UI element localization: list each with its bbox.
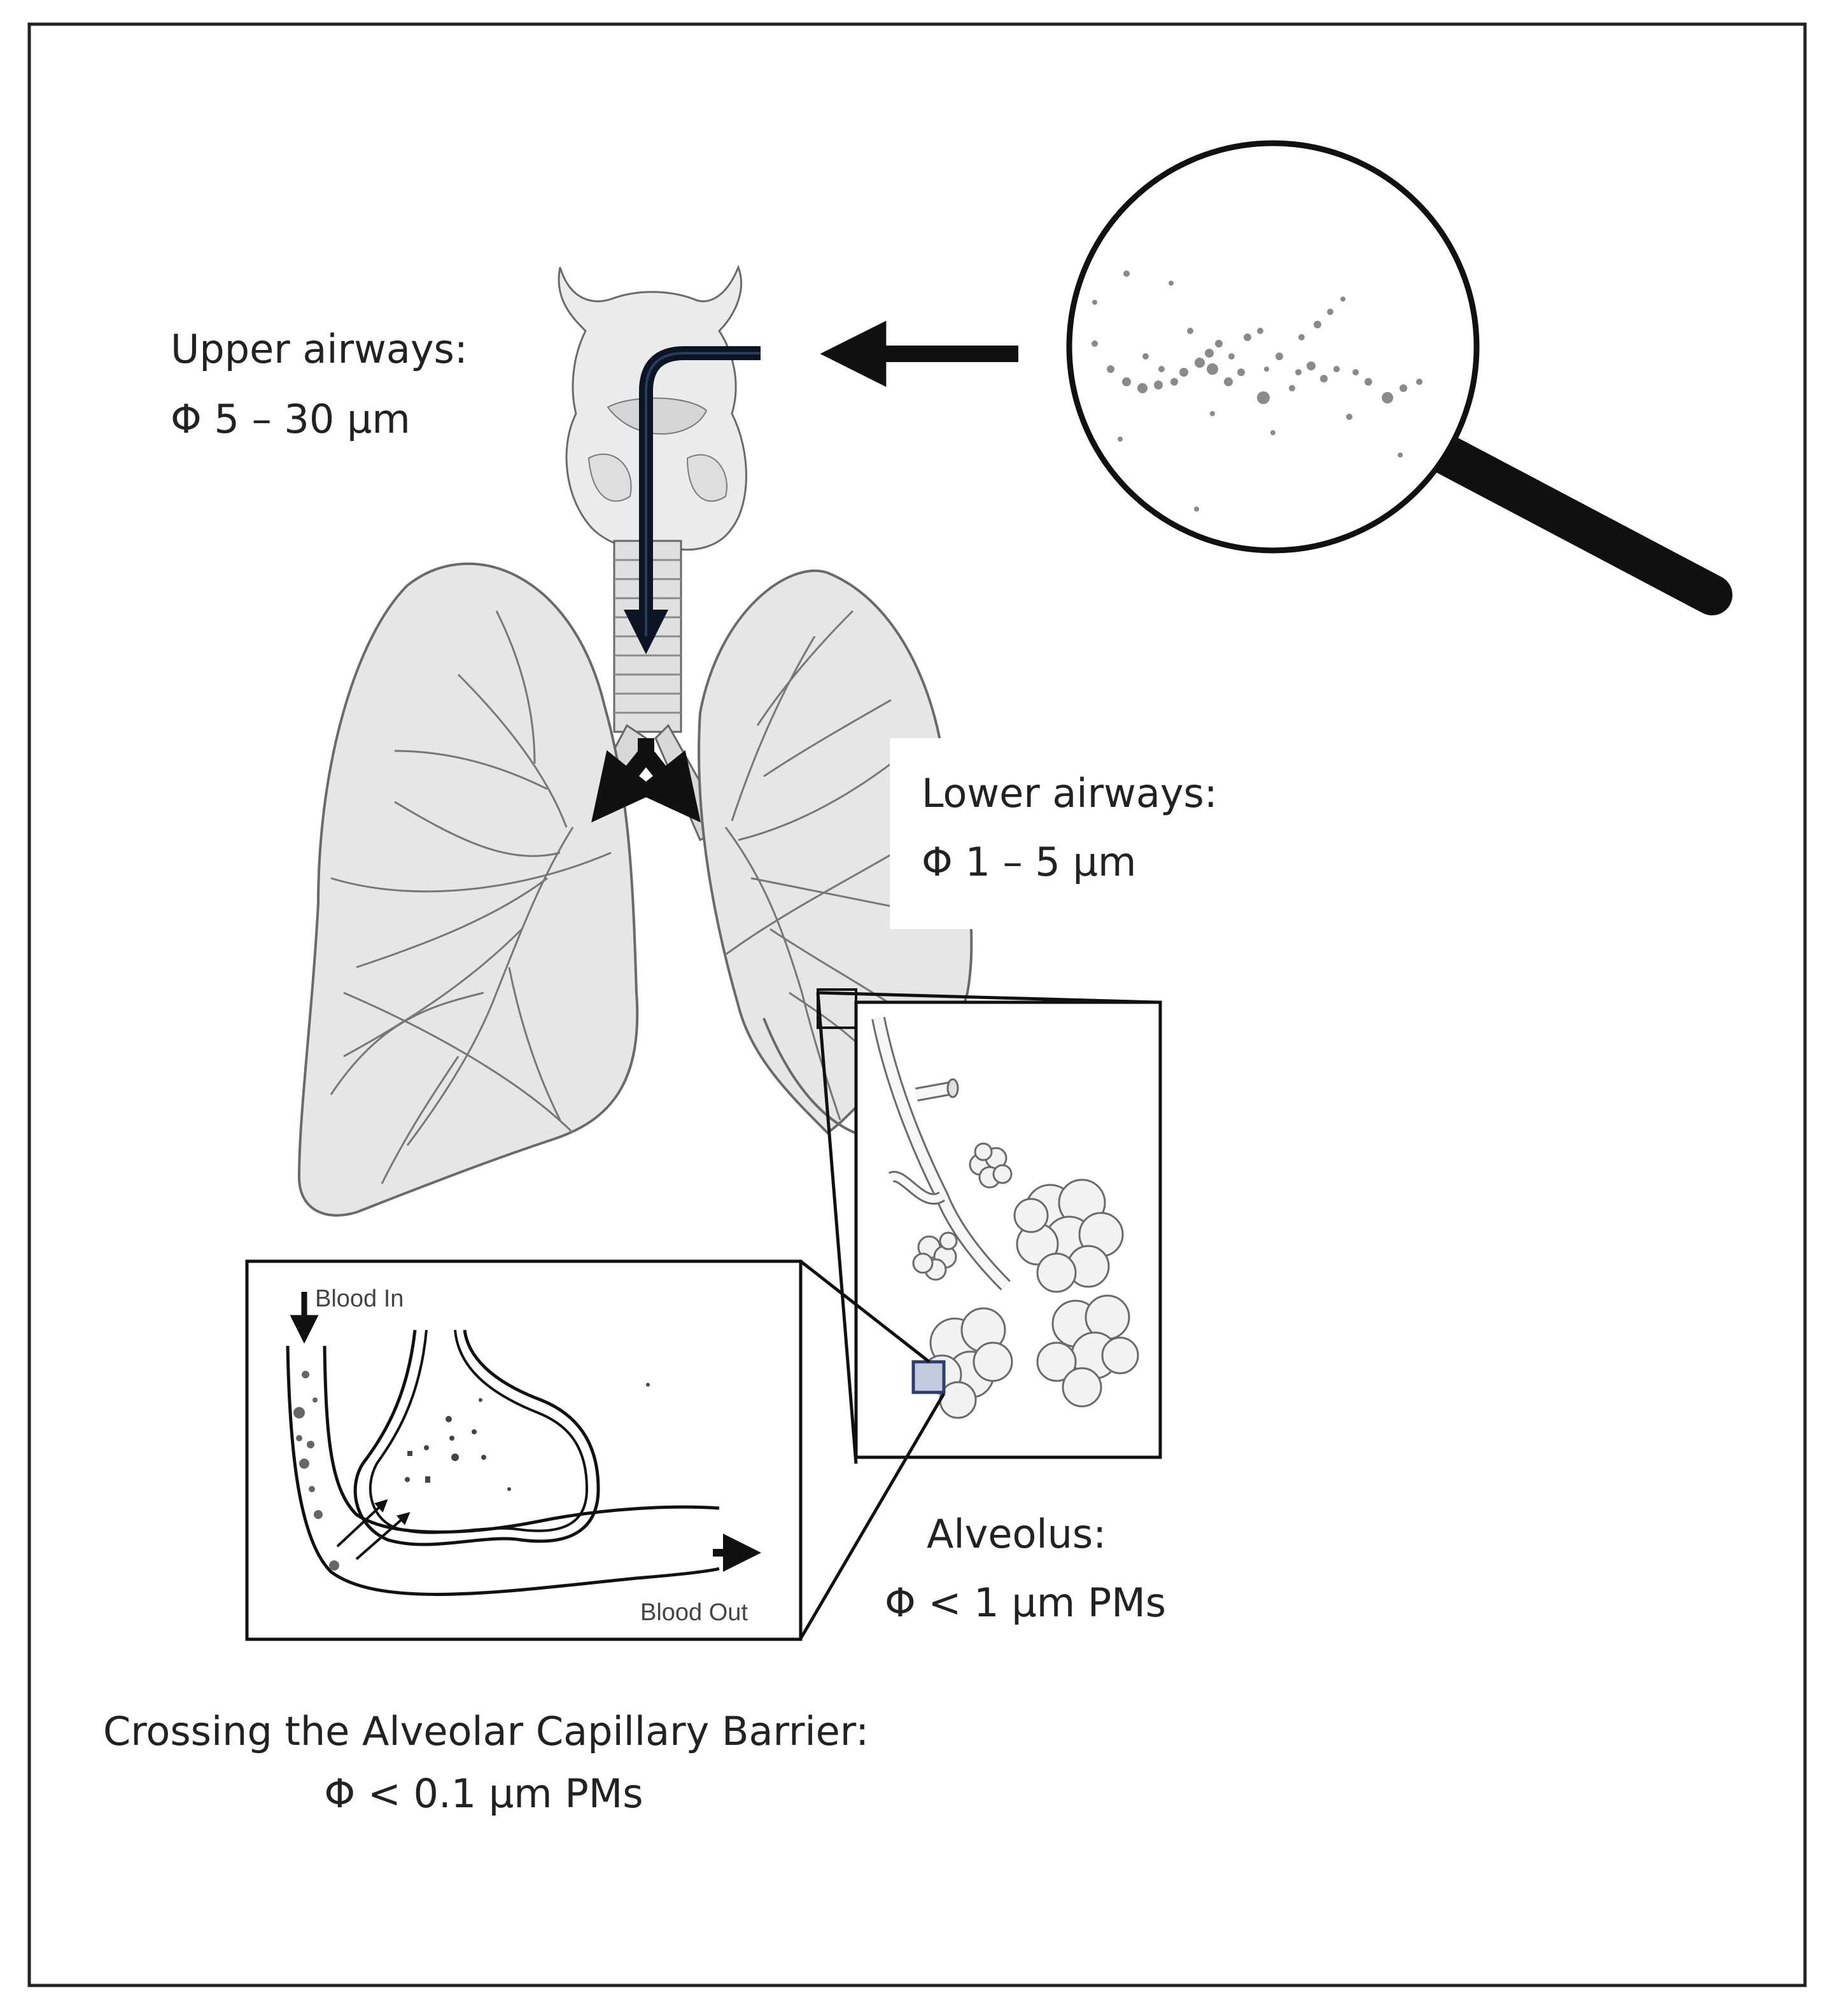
magnifying-glass-icon [1066,140,1732,615]
barrier-title: Crossing the Alveolar Capillary Barrier: [103,1708,869,1754]
alveolus-illustration [871,1016,1139,1419]
blood-in-label: Blood In [315,1285,404,1312]
particulate-matter-cluster [1092,270,1422,512]
lower-airways-size: Φ 1 – 5 µm [922,839,1136,885]
upper-airways-size: Φ 5 – 30 µm [171,396,411,442]
figure-frame [27,22,1807,1987]
alveolar-particles [405,1383,650,1491]
alveolus-size: Φ < 1 µm PMs [885,1579,1166,1626]
lower-airways-text-bg [890,738,1221,929]
barrier-size: Φ < 0.1 µm PMs [324,1770,643,1817]
blood-out-label: Blood Out [640,1599,748,1626]
blood-particles [293,1371,339,1571]
alveolus-title: Alveolus: [927,1511,1106,1557]
alveolus-zoom-source-box [911,1360,946,1394]
lower-airways-title: Lower airways: [922,770,1218,816]
capillary-illustration: Blood In Blood Out [286,1285,761,1626]
split-arrow-right-icon [633,748,701,823]
upper-airways-title: Upper airways: [171,326,468,372]
translocation-arrow-icon-2 [355,1512,411,1560]
translocation-arrow-icon [336,1499,388,1548]
